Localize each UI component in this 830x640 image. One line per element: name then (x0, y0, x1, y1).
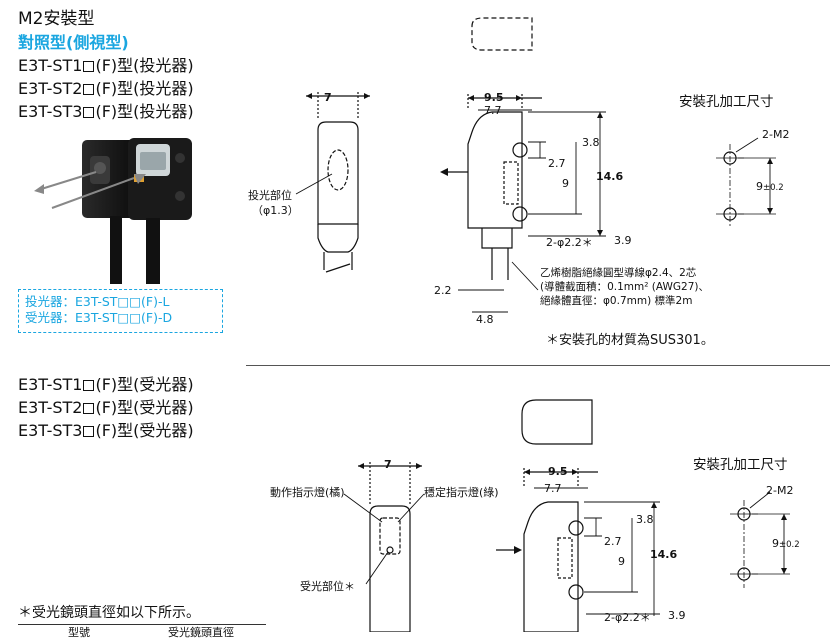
lens-table-col-model: 型號 (68, 626, 90, 639)
receiver-mount-pitch: 9±0.2 (772, 537, 800, 550)
emitter-model-2: E3T-ST2(F)型(投光器) (18, 79, 194, 98)
emitter-mount-pitch: 9±0.2 (756, 180, 784, 193)
emitter-dimension-drawing (295, 17, 776, 313)
receiver-dim-9: 9 (618, 555, 625, 568)
cable-spec-line3: 絕緣體直徑：φ0.7mm) 標準2m (540, 295, 693, 307)
receiver-dim-3-8: 3.8 (636, 513, 654, 526)
receiver-model-3: E3T-ST3(F)型(受光器) (18, 421, 194, 440)
emitter-hole-spec: 2-φ2.2＊ (546, 236, 593, 249)
emitter-model-3: E3T-ST3(F)型(投光器) (18, 102, 194, 121)
section-divider (246, 365, 830, 366)
lens-note: ＊受光鏡頭直徑如以下所示。 (18, 605, 200, 621)
emitter-model-1: E3T-ST1(F)型(投光器) (18, 56, 194, 75)
receiver-hole-spec: 2-φ2.2＊ (604, 611, 651, 624)
emitter-receiver-legend: 投光器：E3T-ST□□(F)-L 受光器：E3T-ST□□(F)-D (18, 289, 223, 333)
lens-table-col-diameter: 受光鏡頭直徑 (168, 626, 234, 639)
emitter-dim-2-2: 2.2 (434, 284, 452, 297)
emitter-dim-14-6: 14.6 (596, 170, 624, 183)
product-photo (34, 138, 192, 284)
receiver-front-width: 7 (384, 458, 392, 471)
emitter-mount-title: 安裝孔加工尺寸 (679, 94, 774, 110)
emitter-dim-3-9: 3.9 (614, 234, 632, 247)
emitter-dim-3-8: 3.8 (582, 136, 600, 149)
emitter-mount-holes: 2-M2 (762, 128, 790, 141)
receiver-dimension-drawing (343, 399, 790, 632)
receiver-part-label: 受光部位＊ (300, 580, 355, 593)
emitter-side-width: 9.5 (484, 91, 504, 104)
cable-spec-line1: 乙烯樹脂絕緣圓型導線φ2.4、2芯 (540, 267, 697, 279)
legend-emitter: 投光器：E3T-ST□□(F)-L (25, 294, 170, 309)
receiver-dim-3-9: 3.9 (668, 609, 686, 622)
stability-indicator-label: 穩定指示燈(綠) (424, 486, 499, 499)
series-title: M2安裝型 (18, 9, 95, 29)
receiver-model-2: E3T-ST2(F)型(受光器) (18, 398, 194, 417)
emitter-part-label: 投光部位 (248, 189, 292, 202)
material-note: ＊安裝孔的材質為SUS301。 (546, 333, 714, 348)
cable-spec-line2: (導體截面積：0.1mm² (AWG27)、 (540, 281, 709, 293)
emitter-dim-9: 9 (562, 177, 569, 190)
emitter-dim-2-7: 2.7 (548, 157, 566, 170)
receiver-mount-title: 安裝孔加工尺寸 (693, 457, 788, 473)
type-subtitle: 對照型(側視型) (18, 33, 129, 52)
emitter-dim-4-8: 4.8 (476, 313, 494, 326)
receiver-mount-holes: 2-M2 (766, 484, 794, 497)
receiver-dim-2-7: 2.7 (604, 535, 622, 548)
legend-receiver: 受光器：E3T-ST□□(F)-D (25, 310, 173, 325)
operation-indicator-label: 動作指示燈(橘) (270, 486, 345, 499)
emitter-inner-width: 7.7 (484, 104, 502, 117)
emitter-part-diameter: （φ1.3） (252, 204, 299, 217)
emitter-front-width: 7 (324, 91, 332, 104)
receiver-dim-14-6: 14.6 (650, 548, 678, 561)
receiver-side-width: 9.5 (548, 465, 568, 478)
receiver-inner-width: 7.7 (544, 482, 562, 495)
receiver-model-1: E3T-ST1(F)型(受光器) (18, 375, 194, 394)
